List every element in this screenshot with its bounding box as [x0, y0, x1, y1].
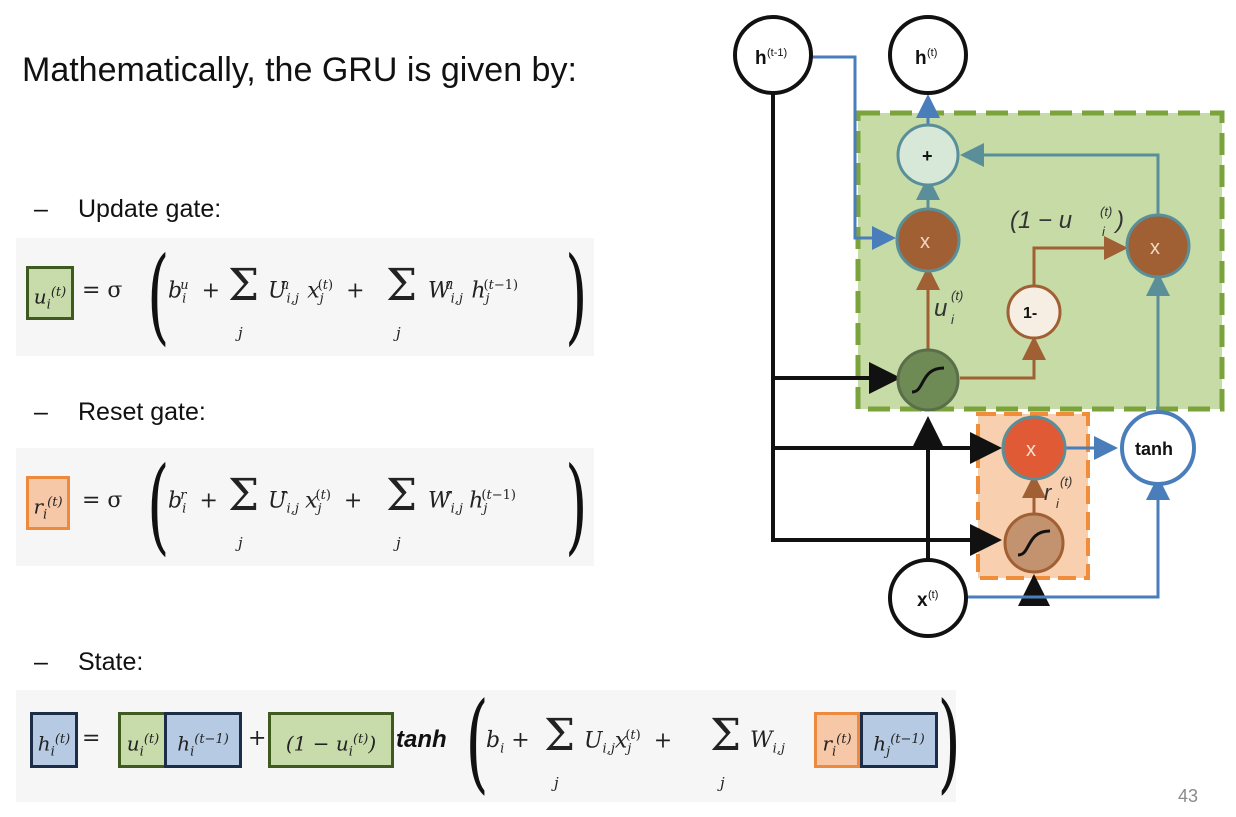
mult-right-label: x — [1150, 237, 1160, 259]
bullet-dash: – — [34, 648, 48, 676]
state-r-box: ri(t) — [814, 712, 860, 768]
state-one-minus-u-box: (1 − ui(t)) — [268, 712, 394, 768]
state-sum2-index: j — [720, 774, 725, 792]
update-body: biu + — [168, 278, 221, 307]
state-sum2: Σ — [710, 710, 742, 761]
state-term1: Ui,jxj(t) + — [584, 728, 673, 757]
state-w: Wi,j — [750, 728, 785, 757]
state-bias: bi + — [486, 728, 530, 757]
hprev-to-reset-line — [771, 80, 1002, 556]
update-sum2: Σ — [386, 260, 418, 311]
hcurr-node: h (t) — [888, 15, 968, 95]
reset-paren-left: ( — [147, 444, 170, 566]
state-u-box: ui(t) — [118, 712, 168, 768]
svg-text:r: r — [1044, 480, 1053, 505]
hprev-node: h (t-1) — [733, 15, 813, 95]
hprev-node-sup: (t-1) — [767, 47, 787, 59]
mult-left-node: x — [895, 207, 961, 273]
bullet-reset: – Reset gate: — [34, 398, 206, 427]
svg-text:): ) — [1113, 207, 1124, 234]
gru-diagram: h (t-1) h (t) + x x 1- x tanh x (t) — [733, 15, 1225, 638]
hcurr-node-label: h — [915, 48, 927, 69]
update-paren-left: ( — [147, 234, 170, 356]
state-hprev-box-2: hj(t−1) — [860, 712, 938, 768]
reset-sum1-index: j — [238, 534, 243, 552]
mult-right-to-plus-line — [960, 143, 1160, 214]
svg-text:i: i — [1102, 224, 1106, 239]
update-paren-right: ) — [565, 234, 588, 356]
mult-right-node: x — [1125, 213, 1191, 279]
bullet-state: – State: — [34, 648, 143, 677]
one-minus-to-mult-right-line — [1032, 236, 1128, 286]
state-paren-left: ( — [465, 680, 489, 805]
bullet-update: – Update gate: — [34, 195, 221, 224]
state-equation: hi(t) = ui(t) hi(t−1) + (1 − ui(t)) tanh… — [16, 684, 961, 802]
state-label: State: — [78, 648, 144, 676]
state-hprev-box: hi(t−1) — [164, 712, 242, 768]
state-plus: + — [248, 726, 267, 751]
bullet-dash: – — [34, 398, 48, 426]
page-number: 43 — [1177, 786, 1198, 806]
reset-paren-right: ) — [565, 444, 588, 566]
sigma-to-one-minus-line — [960, 336, 1046, 380]
state-equals: = — [82, 726, 101, 751]
svg-text:(t): (t) — [951, 288, 963, 303]
bullet-dash: – — [34, 195, 48, 223]
reset-mult-node: x — [1001, 415, 1067, 481]
update-rhs: = σ — [82, 278, 123, 303]
update-sum2-index: j — [396, 324, 401, 342]
hcurr-node-sup: (t) — [927, 47, 937, 59]
reset-sum1: Σ — [228, 470, 260, 521]
svg-text:u: u — [934, 295, 947, 322]
slide-title: Mathematically, the GRU is given by: — [22, 51, 577, 89]
reset-body: bir + — [168, 488, 218, 517]
reset-sum2: Σ — [386, 470, 418, 521]
svg-text:(t): (t) — [1060, 474, 1072, 489]
svg-text:(t): (t) — [1100, 204, 1112, 219]
svg-text:i: i — [1056, 496, 1060, 511]
x-node: x (t) — [888, 558, 968, 638]
update-sigmoid-node — [896, 348, 960, 412]
svg-text:i: i — [951, 312, 955, 327]
state-paren-right: ) — [937, 680, 961, 805]
sigmoid-icon — [911, 366, 945, 394]
reset-sigmoid-node — [1003, 512, 1065, 574]
one-minus-u-label: (1 − u i (t) ) — [1010, 204, 1124, 239]
state-tanh: tanh — [396, 726, 447, 753]
state-sum1-index: j — [554, 774, 559, 792]
reset-sum2-index: j — [396, 534, 401, 552]
plus-node: + — [896, 123, 960, 187]
one-minus-label: 1- — [1023, 305, 1037, 322]
hprev-node-label: h — [755, 48, 767, 69]
svg-text:(1 − u: (1 − u — [1010, 207, 1072, 234]
reset-gate-label: Reset gate: — [78, 398, 206, 426]
r-label: r i (t) — [1044, 474, 1072, 511]
u-label: u i (t) — [934, 288, 963, 327]
x-to-tanh-line — [966, 476, 1170, 599]
mult-left-label: x — [920, 231, 930, 253]
tanh-node-label: tanh — [1135, 439, 1173, 459]
one-minus-node: 1- — [1006, 284, 1062, 340]
reset-mult-label: x — [1026, 439, 1036, 461]
reset-rhs: = σ — [82, 488, 123, 513]
update-sum1: Σ — [228, 260, 260, 311]
sigmoid-icon — [1017, 529, 1051, 557]
x-node-label: x — [917, 590, 928, 611]
reset-lhs-box: ri(t) — [26, 476, 70, 530]
update-gate-label: Update gate: — [78, 195, 222, 223]
update-sum1-index: j — [238, 324, 243, 342]
state-sum1: Σ — [544, 710, 576, 761]
x-node-sup: (t) — [928, 589, 938, 601]
update-lhs-box: ui(t) — [26, 266, 74, 320]
tanh-node: tanh — [1120, 410, 1196, 486]
state-lhs-box: hi(t) — [30, 712, 78, 768]
plus-node-label: + — [922, 146, 933, 166]
hprev-to-mult-left-line — [812, 55, 896, 250]
